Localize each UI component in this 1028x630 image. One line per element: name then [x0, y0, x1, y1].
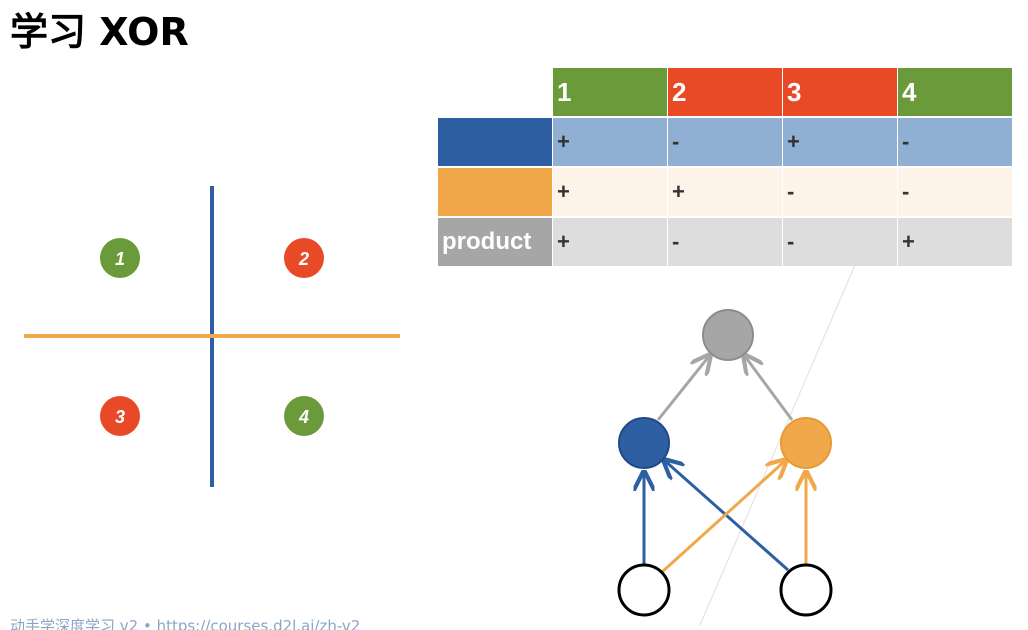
point-2-circle — [284, 238, 324, 278]
table-header-1: 1 — [553, 68, 667, 116]
table-cell: + — [553, 218, 667, 266]
table-cell: + — [553, 118, 667, 166]
point-4-label: 4 — [298, 407, 309, 427]
table-row-label-blue — [438, 118, 552, 166]
point-4-circle — [284, 396, 324, 436]
point-1-label: 1 — [115, 249, 125, 269]
edge-input-left-to-hidden-orange — [660, 460, 786, 574]
input-node-right — [779, 563, 833, 617]
table-cell: + — [553, 168, 667, 216]
table-cell: + — [898, 218, 1012, 266]
table-cell: - — [898, 168, 1012, 216]
point-2-label: 2 — [298, 249, 309, 269]
table-row-label-product: product — [438, 218, 552, 266]
table-row-label-orange — [438, 168, 552, 216]
table-cell: + — [783, 118, 897, 166]
network-diagram — [617, 309, 833, 617]
edge-hidden-blue-to-output — [656, 355, 710, 421]
hidden-node-orange — [780, 417, 832, 469]
footer-text: 动手学深度学习 v2 • https://courses.d2l.ai/zh-v… — [10, 617, 361, 630]
point-3-label: 3 — [115, 407, 125, 427]
table-header-2: 2 — [668, 68, 782, 116]
decorative-diagonal-line — [699, 264, 856, 626]
table-cell: - — [783, 168, 897, 216]
edge-hidden-orange-to-output — [744, 355, 794, 421]
table-header-4: 4 — [898, 68, 1012, 116]
point-1-circle — [100, 238, 140, 278]
hidden-node-blue — [618, 417, 670, 469]
quadrant-diagram: 1 2 3 4 — [24, 186, 400, 487]
point-3-circle — [100, 396, 140, 436]
page-title: 学习 XOR — [10, 10, 189, 54]
xor-table: 1 2 3 4 + - + - + + - - product + - - + — [438, 68, 1012, 266]
table-header-3: 3 — [783, 68, 897, 116]
table-cell: - — [668, 218, 782, 266]
table-cell: - — [783, 218, 897, 266]
table-cell: - — [898, 118, 1012, 166]
table-corner — [438, 68, 552, 116]
input-node-left — [617, 563, 671, 617]
output-node — [702, 309, 754, 361]
table-cell: + — [668, 168, 782, 216]
table-cell: - — [668, 118, 782, 166]
